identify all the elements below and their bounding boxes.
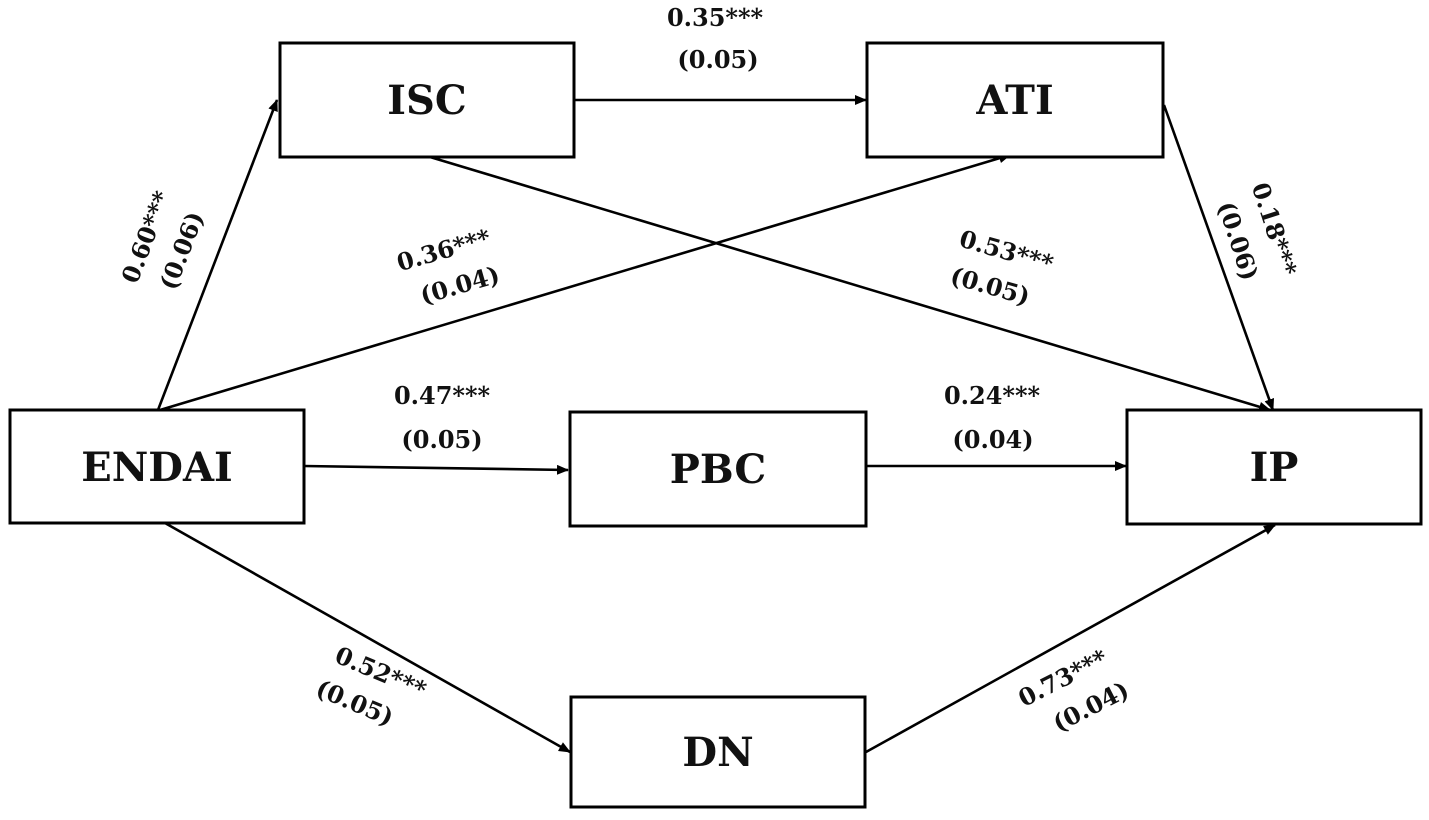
coef-label-dn-ip: 0.73*** (0.04) — [1013, 643, 1133, 738]
coef-se: (0.05) — [677, 45, 758, 74]
coef-label-endai-ati: 0.36*** (0.04) — [393, 223, 502, 310]
node-ati: ATI — [865, 41, 1165, 159]
coef-value: 0.24*** — [944, 381, 1041, 410]
coef-label-isc-ati: 0.35*** (0.05) — [667, 3, 764, 74]
edge-endai-dn — [164, 521, 571, 754]
node-label-dn: DN — [682, 729, 753, 776]
coef-label-pbc-ip: 0.24*** (0.04) — [944, 381, 1041, 454]
node-isc: ISC — [278, 41, 576, 159]
node-label-isc: ISC — [387, 77, 466, 124]
edge-endai-ati — [159, 153, 1011, 412]
edge-ati-ip — [1162, 104, 1275, 411]
node-label-pbc: PBC — [670, 446, 766, 493]
coef-label-endai-pbc: 0.47*** (0.05) — [394, 381, 491, 454]
node-pbc: PBC — [568, 410, 868, 528]
edge-endai-pbc — [303, 464, 569, 475]
coef-value: 0.35*** — [667, 3, 764, 32]
node-label-ip: IP — [1250, 444, 1299, 491]
coef-se: (0.04) — [952, 425, 1033, 454]
node-endai: ENDAI — [8, 408, 306, 525]
coef-value: 0.47*** — [394, 381, 491, 410]
coef-label-isc-ip: 0.53*** (0.05) — [947, 224, 1057, 311]
node-label-ati: ATI — [975, 77, 1053, 124]
node-ip: IP — [1125, 408, 1423, 526]
edge-dn-ip — [865, 523, 1276, 754]
node-label-endai: ENDAI — [81, 444, 232, 491]
edge-isc-ip — [429, 155, 1271, 412]
node-dn: DN — [569, 695, 867, 809]
coef-label-endai-dn: 0.52*** (0.05) — [312, 640, 431, 732]
coef-se: (0.05) — [401, 425, 482, 454]
edge-endai-isc — [156, 99, 279, 411]
coef-label-endai-isc: 0.60*** (0.06) — [115, 186, 209, 293]
